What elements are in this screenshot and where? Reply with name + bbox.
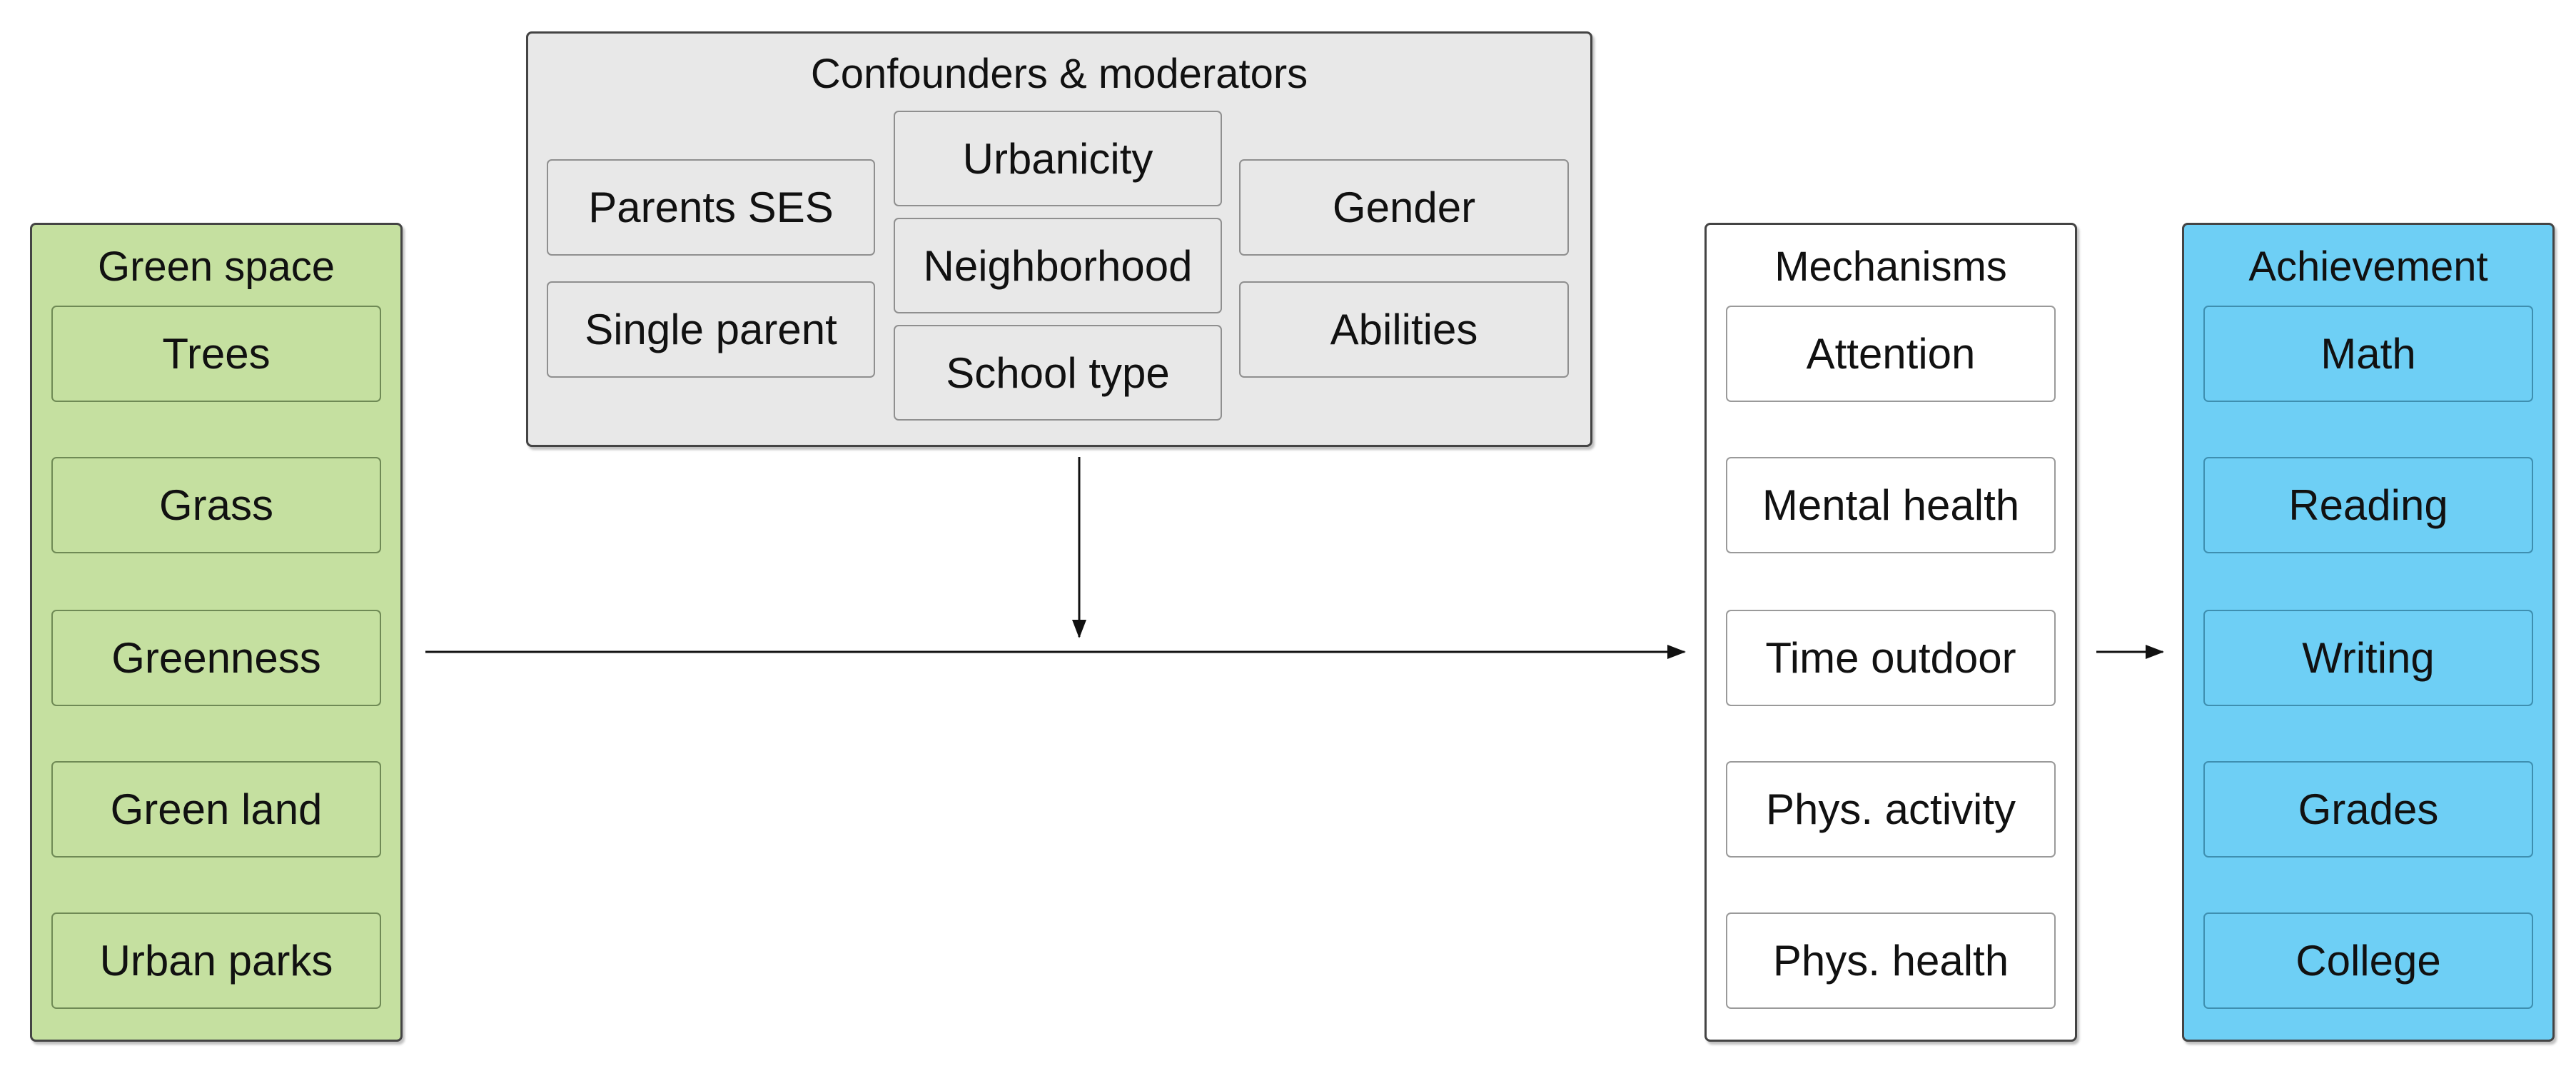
achievement-college: College [2203,912,2533,1009]
mechanism-mental-health: Mental health [1726,457,2056,553]
mechanism-phys-activity: Phys. activity [1726,761,2056,858]
confounder-neighborhood: Neighborhood [894,218,1222,313]
confounder-parents-ses: Parents SES [547,159,875,256]
green-space-panel: Green space Trees Grass Greenness Green … [30,223,403,1042]
mechanisms-panel: Mechanisms Attention Mental health Time … [1704,223,2077,1042]
confounders-title: Confounders & moderators [810,51,1308,97]
green-space-item-grass: Grass [51,457,381,553]
achievement-title: Achievement [2248,243,2488,290]
mechanism-phys-health: Phys. health [1726,912,2056,1009]
confounder-abilities: Abilities [1239,281,1569,378]
green-space-title: Green space [97,243,335,290]
mechanism-attention: Attention [1726,306,2056,402]
achievement-writing: Writing [2203,610,2533,706]
confounders-panel: Confounders & moderators Parents SES Sin… [526,31,1592,447]
confounder-school-type: School type [894,325,1222,421]
achievement-reading: Reading [2203,457,2533,553]
green-space-item-trees: Trees [51,306,381,402]
achievement-grades: Grades [2203,761,2533,858]
mechanisms-title: Mechanisms [1774,243,2007,290]
green-space-item-greenness: Greenness [51,610,381,706]
achievement-math: Math [2203,306,2533,402]
confounder-single-parent: Single parent [547,281,875,378]
green-space-item-green-land: Green land [51,761,381,858]
achievement-panel: Achievement Math Reading Writing Grades … [2182,223,2555,1042]
mechanism-time-outdoor: Time outdoor [1726,610,2056,706]
confounder-gender: Gender [1239,159,1569,256]
confounder-urbanicity: Urbanicity [894,111,1222,206]
green-space-item-urban-parks: Urban parks [51,912,381,1009]
